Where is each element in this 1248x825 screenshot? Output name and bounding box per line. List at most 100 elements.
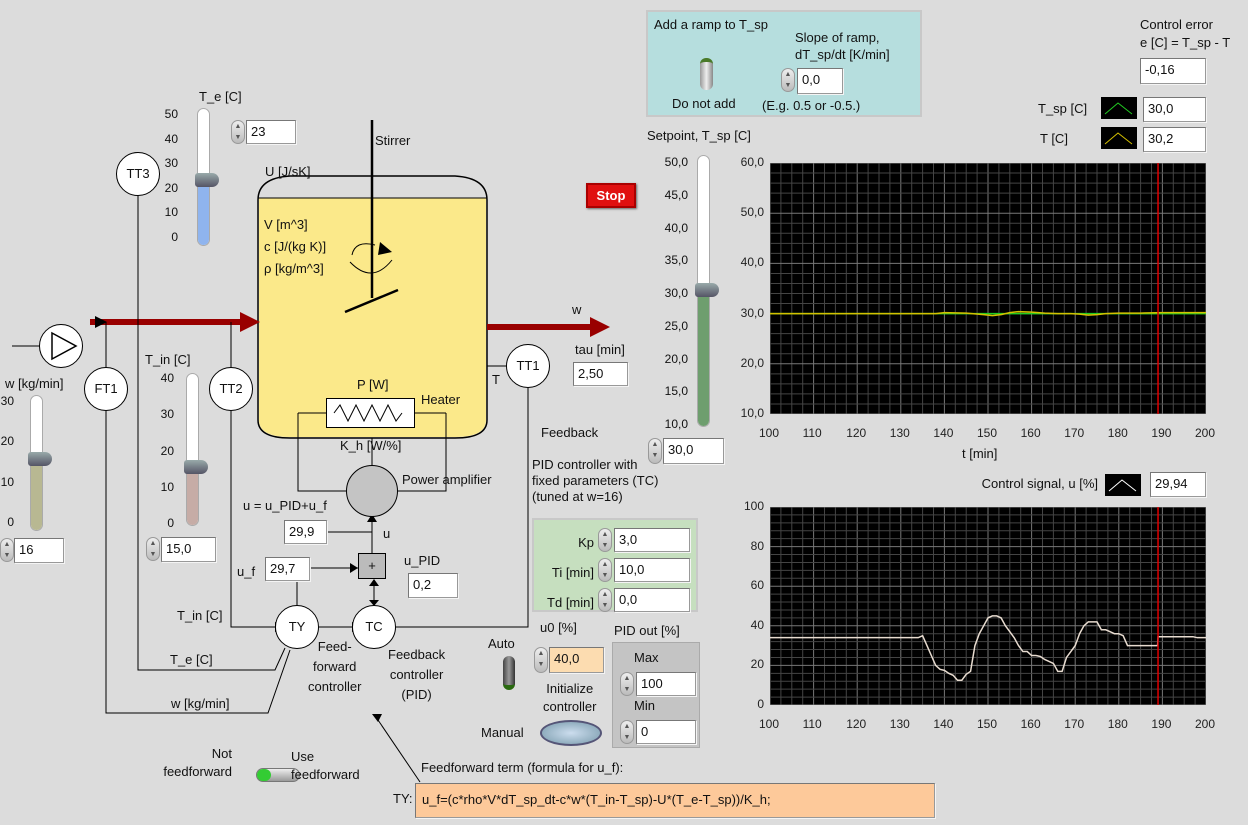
setpoint-scale-tick: 35,0: [664, 253, 688, 268]
initialize-label-line: controller: [543, 699, 597, 714]
tt1-sensor: TT1: [506, 344, 550, 388]
initialize-controller-button[interactable]: [540, 720, 602, 746]
setpoint-input[interactable]: 30,0: [663, 438, 724, 464]
heater-coil-icon: [333, 403, 403, 423]
setpoint-slider-thumb[interactable]: [695, 283, 719, 297]
te-spinner[interactable]: ▲▼: [231, 120, 245, 144]
sum-block: +: [358, 553, 386, 579]
feedforward-formula-input[interactable]: u_f=(c*rho*V*dT_sp_dt-c*w*(T_in-T_sp)-U*…: [415, 783, 935, 818]
setpoint-scale-tick: 25,0: [664, 318, 688, 333]
x-tick-label: 140: [933, 717, 954, 731]
setpoint-scale-tick: 50,0: [664, 155, 688, 169]
auto-label: Auto: [488, 636, 515, 651]
setpoint-scale-tick: 10,0: [664, 417, 688, 431]
tin-slider[interactable]: [186, 373, 199, 526]
te-input[interactable]: 23: [246, 120, 296, 144]
te-scale-tick: 20: [164, 180, 178, 195]
te-label: T_e [C]: [199, 89, 242, 104]
feedback-label: Feedback: [541, 425, 599, 440]
pid-title-line: fixed parameters (TC): [532, 473, 659, 488]
tin-scale-tick: 20: [160, 443, 174, 458]
kp-spinner[interactable]: ▲▼: [598, 528, 612, 552]
t-value: 30,2: [1143, 127, 1206, 152]
u0-input[interactable]: 40,0: [549, 647, 604, 673]
tin-slider-thumb[interactable]: [184, 460, 208, 474]
series-line-1: [770, 310, 1206, 317]
y-tick-label: 30,0: [740, 305, 764, 320]
w-label: w [kg/min]: [5, 376, 64, 391]
legend-tsp-label: T_sp [C]: [1038, 101, 1088, 116]
plot-area: [770, 163, 1206, 414]
upid-label: u_PID: [404, 553, 441, 568]
x-tick-label: 150: [977, 717, 998, 731]
te-scale-tick: 50: [164, 107, 178, 121]
pid-title-line: (tuned at w=16): [532, 489, 623, 504]
te-scale-tick: 40: [164, 131, 178, 146]
ramp-panel: Add a ramp to T_sp Do not add Slope of r…: [646, 10, 922, 117]
stop-button[interactable]: Stop: [586, 183, 636, 208]
slope-input[interactable]: 0,0: [797, 68, 843, 94]
w-wire-label: w [kg/min]: [171, 696, 230, 711]
x-tick-label: 160: [1020, 426, 1041, 440]
x-tick-label: 130: [889, 717, 910, 731]
pump-icon: [39, 324, 83, 368]
max-spinner[interactable]: ▲▼: [620, 672, 634, 696]
upid-value: 0,2: [408, 573, 458, 598]
ramp-toggle-label: Do not add: [672, 96, 736, 111]
ft1-sensor: FT1: [84, 367, 128, 411]
heater-label: Heater: [421, 392, 461, 407]
setpoint-spinner[interactable]: ▲▼: [648, 438, 662, 464]
setpoint-scale-tick: 20,0: [664, 351, 688, 366]
ti-label: Ti [min]: [551, 565, 594, 580]
auto-manual-toggle[interactable]: [503, 656, 515, 690]
te-slider-thumb[interactable]: [195, 173, 219, 187]
feedforward-toggle[interactable]: [256, 768, 300, 782]
min-input[interactable]: 0: [636, 720, 696, 744]
slope-spinner[interactable]: ▲▼: [781, 68, 795, 92]
x-tick-label: 110: [802, 717, 822, 731]
x-tick-label: 100: [759, 426, 780, 440]
w-scale-tick: 0: [7, 515, 14, 529]
tin-input[interactable]: 15,0: [161, 537, 216, 562]
w-spinner[interactable]: ▲▼: [0, 538, 14, 562]
w-input[interactable]: 16: [14, 538, 64, 563]
ramp-toggle[interactable]: [700, 58, 713, 90]
y-tick-label: 20,0: [740, 355, 764, 370]
legend-t-swatch: [1101, 127, 1137, 149]
u0-spinner[interactable]: ▲▼: [534, 647, 548, 673]
outflow-label: w: [572, 302, 582, 317]
td-input[interactable]: 0,0: [614, 588, 690, 612]
ti-input[interactable]: 10,0: [614, 558, 690, 582]
ti-spinner[interactable]: ▲▼: [598, 558, 612, 582]
legend-u-swatch: [1105, 474, 1141, 496]
w-scale-tick: 30: [0, 394, 14, 408]
y-tick-label: 50,0: [740, 205, 764, 220]
min-spinner[interactable]: ▲▼: [620, 720, 634, 744]
tin-scale-tick: 40: [160, 371, 174, 385]
pid-out-label: PID out [%]: [614, 623, 680, 638]
ff-ctrl-line: forward: [313, 659, 357, 674]
legend-t-label: T [C]: [1040, 131, 1068, 146]
td-label: Td [min]: [547, 595, 594, 610]
kp-input[interactable]: 3,0: [614, 528, 690, 552]
chart-xlabel: t [min]: [962, 446, 998, 461]
te-scale-tick: 0: [171, 230, 178, 244]
slope-label: Slope of ramp,: [795, 30, 880, 45]
control-error-value: -0,16: [1140, 58, 1206, 84]
max-label: Max: [634, 650, 659, 665]
td-spinner[interactable]: ▲▼: [598, 588, 612, 612]
te-scale-tick: 30: [164, 156, 178, 171]
heat-capacity-label: c [J/(kg K)]: [264, 239, 327, 254]
tin-spinner[interactable]: ▲▼: [146, 537, 160, 561]
w-slider-thumb[interactable]: [28, 452, 52, 466]
u-value: 29,94: [1150, 472, 1206, 497]
x-tick-label: 180: [1107, 426, 1128, 440]
kh-label: K_h [W/%]: [340, 438, 402, 453]
x-tick-label: 110: [802, 426, 822, 440]
max-input[interactable]: 100: [636, 672, 696, 696]
power-label: P [W]: [357, 377, 389, 392]
volume-label: V [m^3]: [264, 217, 308, 232]
x-tick-label: 190: [1151, 717, 1172, 731]
density-label: ρ [kg/m^3]: [264, 261, 324, 276]
